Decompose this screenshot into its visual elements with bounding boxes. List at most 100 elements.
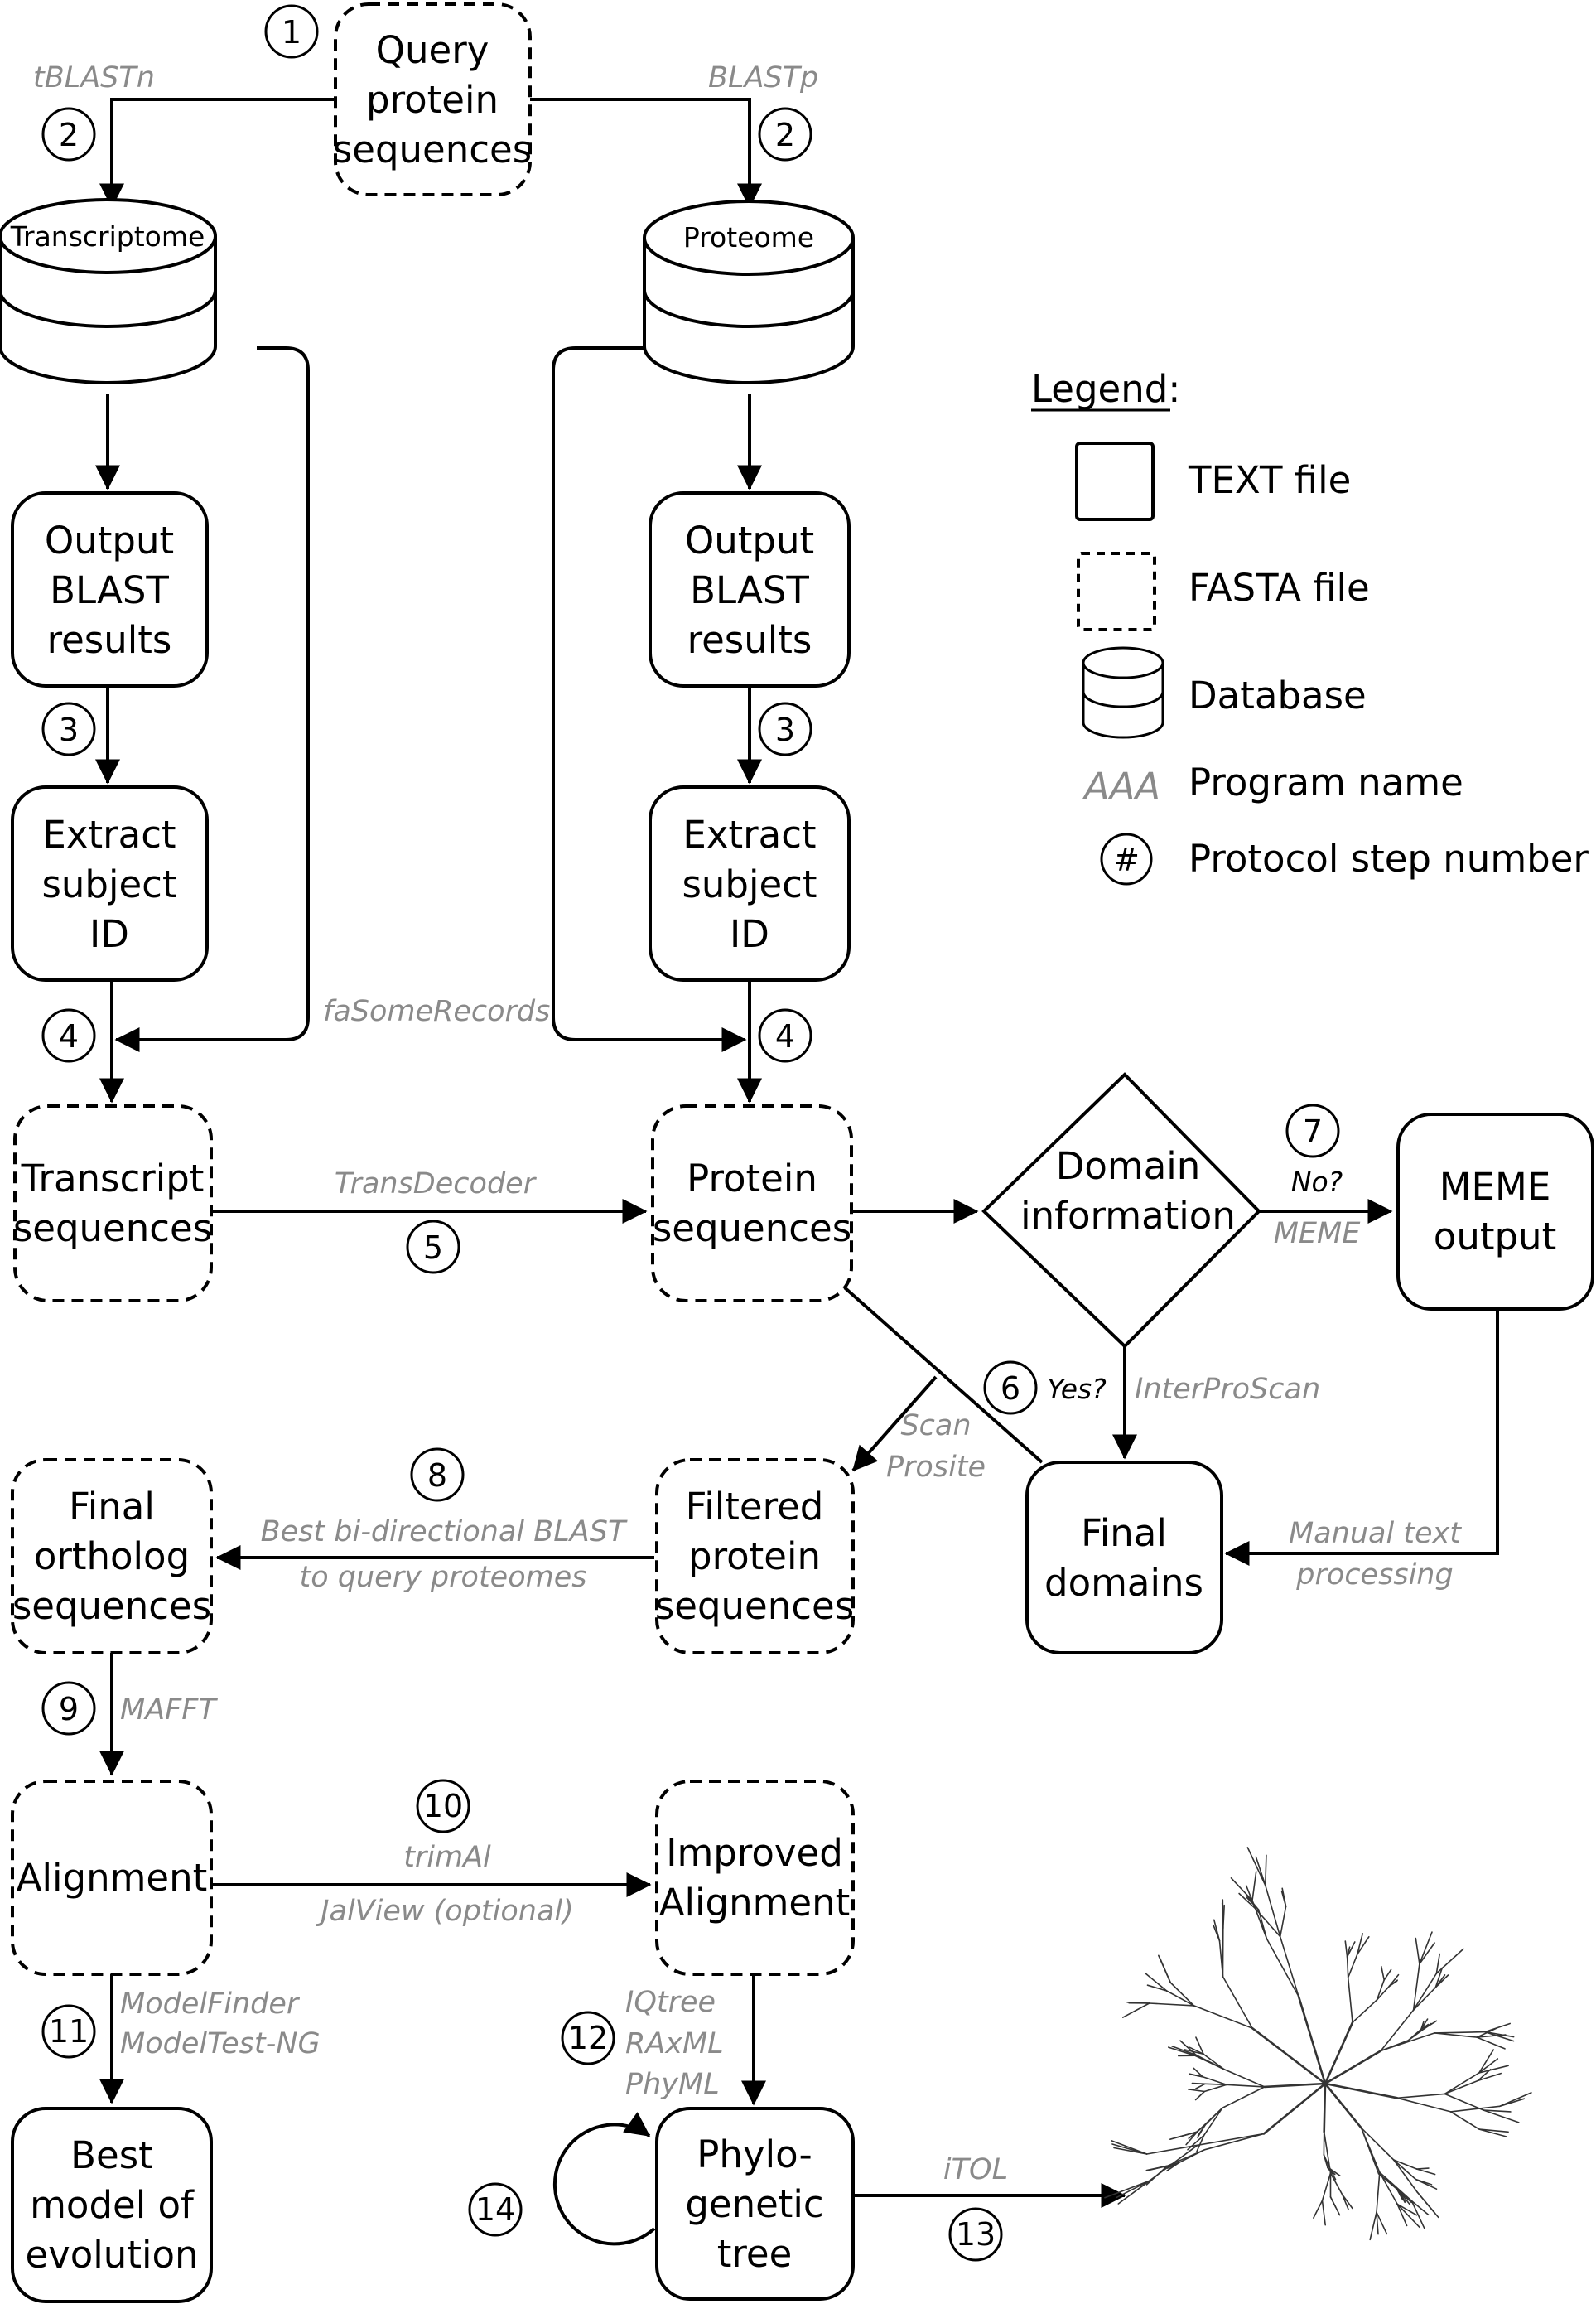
step-badge-13: 13 [948, 2207, 1003, 2262]
step-badge-4-left: 4 [41, 1008, 96, 1063]
step-badge-8: 8 [410, 1447, 465, 1502]
arrow-proteome-fasomerecords [552, 346, 747, 1052]
program-mafft: MAFFT [120, 1693, 218, 1727]
program-to-query-proteomes: to query proteomes [300, 1561, 587, 1594]
legend-program-sample: AAA [1082, 765, 1160, 809]
arrow-query-to-transcriptome [99, 98, 335, 209]
step-badge-7: 7 [1285, 1104, 1340, 1158]
legend-fasta-file-label: FASTA file [1189, 566, 1370, 610]
svg-text:6: 6 [1001, 1370, 1020, 1407]
program-scan: Scan [900, 1409, 971, 1442]
program-tblastn: tBLASTn [33, 61, 155, 94]
svg-text:13: 13 [956, 2216, 996, 2253]
step-badge-2-left: 2 [41, 107, 96, 162]
svg-text:4: 4 [59, 1018, 79, 1055]
legend-text-file-label: TEXT file [1188, 458, 1351, 502]
legend-step-symbol: # [1113, 842, 1140, 878]
legend-program-name-label: Program name [1189, 761, 1463, 804]
line-proteins-to-domains [839, 1282, 1044, 1464]
svg-text:12: 12 [568, 2020, 608, 2056]
program-trimal: trimAl [403, 1841, 491, 1874]
svg-text:9: 9 [59, 1691, 79, 1727]
svg-text:10: 10 [423, 1788, 463, 1824]
alignment-label: Alignment [17, 1856, 208, 1900]
decision-no-label: No? [1291, 1166, 1343, 1198]
step-numbers: 1 2 2 3 3 4 4 5 6 7 8 9 10 11 12 13 14 [41, 4, 1340, 2262]
svg-text:7: 7 [1303, 1113, 1323, 1150]
step-badge-3-right: 3 [758, 702, 812, 756]
svg-text:4: 4 [775, 1018, 795, 1055]
program-labels: tBLASTn BLASTp faSomeRecords TransDecode… [33, 61, 1462, 2186]
program-blastp: BLASTp [708, 61, 818, 94]
program-processing: processing [1295, 1558, 1453, 1592]
svg-text:3: 3 [59, 712, 79, 748]
step-badge-14: 14 [468, 2182, 523, 2237]
program-iqtree: IQtree [625, 1986, 716, 2019]
step-badge-6: 6 [983, 1360, 1038, 1415]
program-itol: iTOL [943, 2153, 1008, 2186]
step-badge-9: 9 [41, 1681, 96, 1736]
step-badge-10: 10 [416, 1779, 470, 1833]
legend: Legend: TEXT file FASTA file Database AA… [1031, 367, 1589, 886]
svg-text:11: 11 [49, 2013, 89, 2050]
step-badge-4-right: 4 [758, 1008, 812, 1063]
svg-text:3: 3 [775, 712, 795, 748]
program-modeltest: ModelTest-NG [120, 2027, 321, 2060]
proteome-label: Proteome [683, 221, 814, 254]
svg-text:2: 2 [59, 117, 79, 153]
phylogenetic-tree-illustration [1104, 1847, 1532, 2241]
transcriptome-label: Transcriptome [10, 220, 205, 253]
database-proteome: Proteome [643, 200, 855, 384]
svg-text:2: 2 [775, 117, 795, 153]
program-prosite: Prosite [886, 1451, 986, 1484]
legend-database-label: Database [1189, 674, 1367, 717]
arrow-transcriptome-fasomerecords [114, 346, 310, 1052]
legend-title: Legend: [1031, 367, 1180, 411]
node-alignment: Alignment [11, 1780, 213, 1976]
program-raxml: RAxML [625, 2027, 724, 2060]
step-badge-3-left: 3 [41, 702, 96, 756]
legend-fasta-file-icon [1077, 552, 1156, 631]
svg-text:14: 14 [475, 2191, 515, 2228]
legend-text-file-icon [1075, 442, 1155, 521]
step-badge-11: 11 [41, 2004, 96, 2059]
step-badge-2-right: 2 [758, 107, 812, 162]
svg-text:1: 1 [282, 14, 301, 51]
legend-step-icon [1100, 833, 1153, 886]
program-jalview: JalView (optional) [316, 1895, 574, 1928]
arrow-manual-text [1224, 1309, 1499, 1566]
legend-step-number-label: Protocol step number [1189, 837, 1589, 881]
program-interproscan: InterProScan [1135, 1373, 1320, 1406]
step-badge-5: 5 [406, 1220, 460, 1274]
decision-yes-label: Yes? [1047, 1373, 1107, 1405]
legend-database-icon [1082, 646, 1164, 739]
step-badge-12: 12 [561, 2011, 615, 2065]
loop-arrow-step-14 [552, 2112, 656, 2246]
program-modelfinder: ModelFinder [120, 1988, 301, 2021]
arrow-query-to-proteome [530, 98, 762, 209]
